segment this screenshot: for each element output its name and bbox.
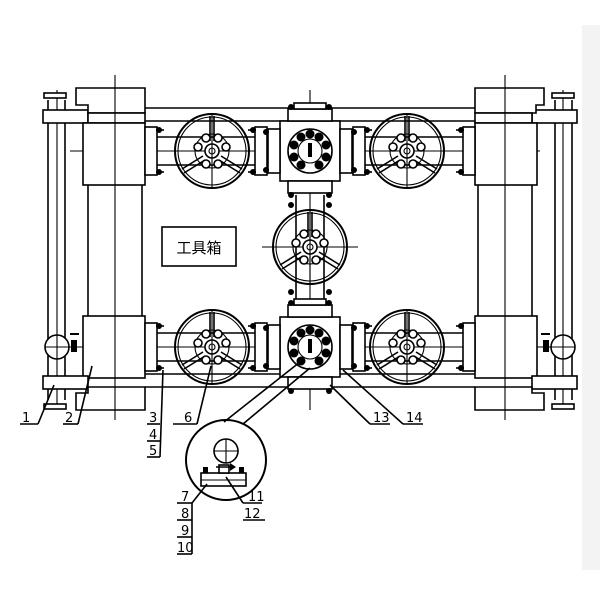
left-column (42, 75, 146, 420)
part-label-13: 13 (373, 411, 390, 426)
part-label-3: 3 (149, 411, 157, 426)
part-label-14: 14 (406, 411, 423, 426)
part-label-4: 4 (149, 428, 157, 443)
part-label-8: 8 (181, 507, 189, 522)
detail-view (185, 361, 311, 501)
leader-lines (20, 365, 423, 555)
part-label-6: 6 (184, 411, 192, 426)
part-label-2: 2 (65, 411, 73, 426)
part-label-7: 7 (181, 490, 189, 505)
part-labels: 1 2 3 4 5 6 7 8 9 10 11 12 13 14 (22, 411, 423, 556)
part-label-12: 12 (244, 507, 261, 522)
part-label-10: 10 (177, 541, 194, 556)
part-label-9: 9 (181, 524, 189, 539)
part-label-11: 11 (248, 490, 265, 505)
part-label-5: 5 (149, 444, 157, 459)
part-label-1: 1 (22, 411, 30, 426)
cross-block-top (262, 102, 358, 199)
page-edge-shade (582, 25, 600, 570)
tool-box: 工具箱 (161, 226, 237, 267)
right-column (474, 75, 578, 420)
tool-box-label: 工具箱 (176, 239, 221, 257)
